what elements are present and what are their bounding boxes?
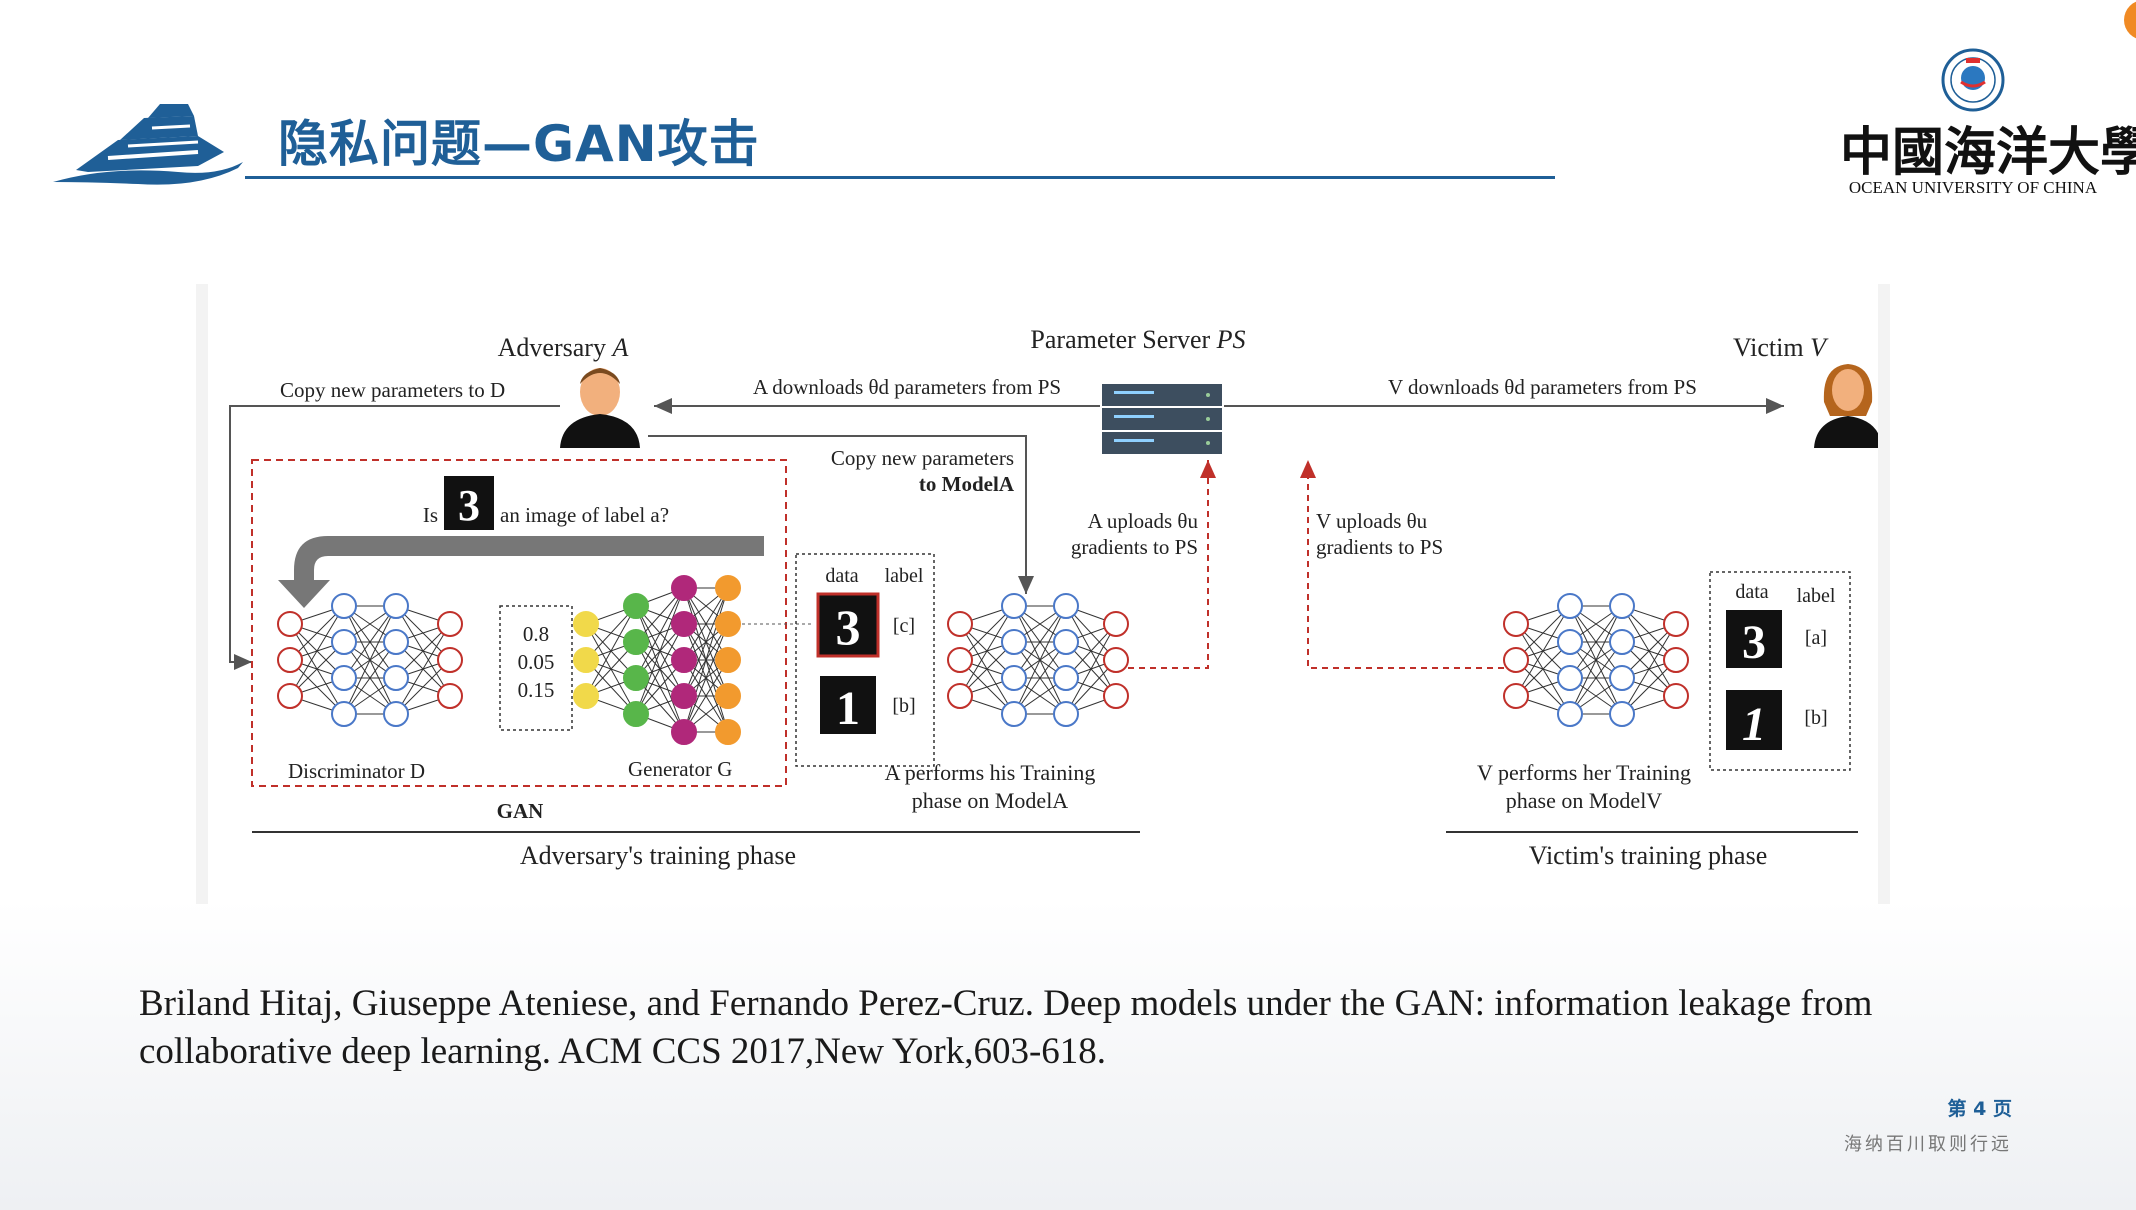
svg-text:1: 1 — [1742, 698, 1766, 751]
score-value: 0.8 — [523, 622, 549, 646]
copy-to-model-text-1: Copy new parameters — [831, 446, 1014, 470]
adversary-training-text-2: phase on ModelA — [912, 788, 1069, 813]
score-value: 0.05 — [518, 650, 555, 674]
a-upload-arrow — [1128, 460, 1216, 669]
query-prefix: Is — [423, 503, 438, 527]
score-value: 0.15 — [518, 678, 555, 702]
victim-label: Victim V — [1733, 333, 1829, 362]
adversary-label: Adversary A — [498, 333, 629, 362]
victim-label-value: [b] — [1804, 707, 1827, 729]
v-uploads-text-1: V uploads θu — [1316, 509, 1428, 533]
v-uploads-text-2: gradients to PS — [1316, 535, 1443, 559]
adversary-digit-1-icon: 1 — [820, 676, 876, 735]
figure-panel: Adversary A Parameter Server PS Victim V — [208, 284, 1882, 904]
page-number: 第 4 页 — [1947, 1098, 2012, 1120]
score-box — [499, 605, 573, 731]
query-suffix: an image of label a? — [500, 503, 669, 527]
svg-text:3: 3 — [836, 599, 861, 655]
adversary-person-icon — [560, 368, 640, 448]
adversary-table-label-header: label — [885, 565, 924, 587]
gan-attack-diagram: Adversary A Parameter Server PS Victim V — [229, 325, 1882, 870]
svg-text:3: 3 — [458, 481, 480, 530]
copy-to-model-text-2: to ModelA — [919, 472, 1015, 496]
adversary-digit-3-icon: 3 — [816, 592, 880, 658]
svg-text:3: 3 — [1742, 616, 1766, 669]
gan-box — [251, 459, 787, 787]
corner-badge — [2124, 0, 2136, 40]
victim-label-value: [a] — [1805, 627, 1827, 649]
adversary-table-data-header: data — [825, 565, 858, 587]
generated-digit-3-icon: 3 — [444, 476, 494, 530]
copy-to-model-arrow — [648, 435, 1034, 594]
victim-digit-3-icon: 3 — [1726, 610, 1782, 669]
university-logo: 中國海洋大學 OCEAN UNIVERSITY OF CHINA — [1840, 48, 2136, 208]
a-uploads-text-2: gradients to PS — [1071, 535, 1198, 559]
victim-training-text-1: V performs her Training — [1477, 760, 1691, 785]
victim-digit-1-icon: 1 — [1726, 690, 1782, 751]
a-downloads-text: A downloads θd parameters from PS — [753, 375, 1061, 399]
copy-to-d-text: Copy new parameters to D — [280, 378, 505, 402]
gan-label: GAN — [497, 799, 544, 823]
title-underline — [245, 176, 1555, 179]
generator-network — [573, 575, 741, 745]
neural-networks — [277, 575, 1689, 745]
victim-phase-label: Victim's training phase — [1529, 841, 1768, 870]
feedback-arrow — [278, 536, 764, 608]
v-downloads-text: V downloads θd parameters from PS — [1388, 375, 1697, 399]
university-name-cn: 中國海洋大學 — [1840, 122, 2136, 183]
victim-training-text-2: phase on ModelV — [1506, 788, 1663, 813]
footer-motto: 海纳百川取则行远 — [1844, 1134, 2012, 1155]
background-wash — [0, 900, 2136, 1210]
server-icon — [1102, 384, 1222, 454]
svg-text:1: 1 — [836, 682, 860, 735]
adversary-label-value: [c] — [893, 615, 915, 637]
a-uploads-text-1: A uploads θu — [1088, 509, 1199, 533]
copy-to-d-arrow — [229, 405, 560, 670]
model-v-network — [1503, 593, 1689, 727]
adversary-phase-label: Adversary's training phase — [520, 841, 796, 870]
parameter-server-label: Parameter Server PS — [1030, 325, 1245, 354]
victim-table — [1709, 571, 1851, 771]
ship-logo-icon — [53, 104, 243, 185]
model-a-network — [947, 593, 1129, 727]
discriminator-network — [277, 593, 463, 727]
reference-citation: Briland Hitaj, Giuseppe Ateniese, and Fe… — [139, 983, 1873, 1072]
victim-table-label-header: label — [1797, 585, 1836, 607]
adversary-label-value: [b] — [892, 695, 915, 717]
discriminator-label: Discriminator D — [288, 759, 425, 783]
v-upload-arrow — [1300, 460, 1504, 669]
victim-person-icon — [1814, 364, 1882, 448]
adversary-training-text-1: A performs his Training — [885, 760, 1096, 785]
generator-label: Generator G — [628, 757, 732, 781]
university-emblem-icon — [1941, 48, 2005, 112]
slide-title: 隐私问题—GAN攻击 — [278, 115, 760, 173]
victim-table-data-header: data — [1735, 581, 1768, 603]
university-name-en: OCEAN UNIVERSITY OF CHINA — [1848, 178, 2098, 197]
adversary-table — [795, 553, 935, 767]
figure-frame: Adversary A Parameter Server PS Victim V — [196, 284, 1890, 904]
